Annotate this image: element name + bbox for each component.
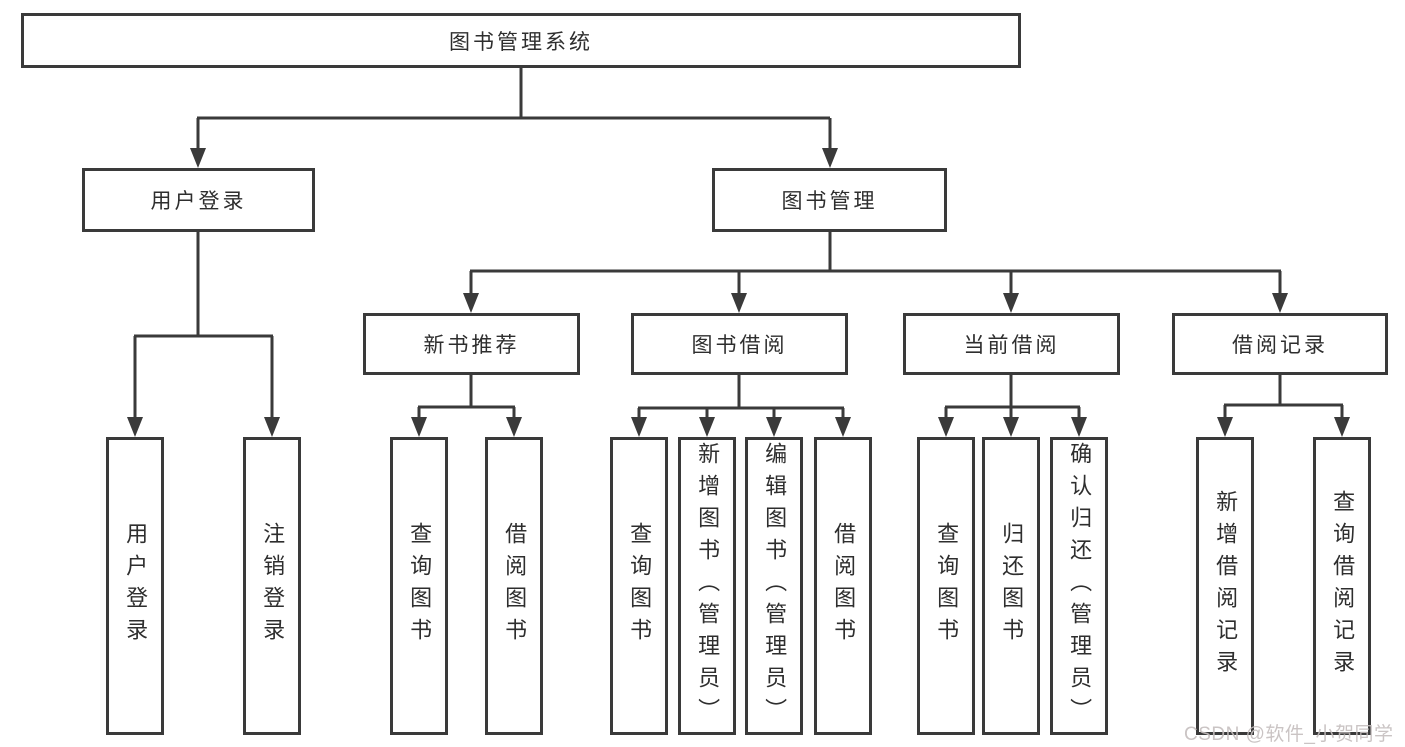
node-new-book-recommend-label: 新书推荐 xyxy=(423,334,520,357)
arrow-down-icon xyxy=(1217,417,1233,437)
node-user-login: 用户登录 xyxy=(82,168,315,232)
node-root: 图书管理系统 xyxy=(21,13,1021,68)
leaf-add-book-admin: 新增图书（管理员） xyxy=(678,437,736,735)
node-book-management: 图书管理 xyxy=(712,168,947,232)
arrow-down-icon xyxy=(822,148,838,168)
arrow-down-icon xyxy=(835,417,851,437)
connector-borrow-records-split xyxy=(1223,375,1344,421)
arrow-down-icon xyxy=(1334,417,1350,437)
node-current-borrow: 当前借阅 xyxy=(903,313,1120,375)
arrow-down-icon xyxy=(463,293,479,313)
leaf-return-book: 归还图书 xyxy=(982,437,1040,735)
leaf-query-books-recommend-label: 查询图书 xyxy=(407,522,433,650)
leaf-query-borrow-record-label: 查询借阅记录 xyxy=(1330,490,1356,682)
node-borrow-records-label: 借阅记录 xyxy=(1232,334,1328,357)
arrow-down-icon xyxy=(938,417,954,437)
arrow-down-icon xyxy=(1003,417,1019,437)
node-user-login-label: 用户登录 xyxy=(150,190,247,213)
connector-book-borrow-split xyxy=(637,375,845,421)
node-current-borrow-label: 当前借阅 xyxy=(963,334,1060,357)
leaf-edit-book-admin: 编辑图书（管理员） xyxy=(745,437,803,735)
connector-lines xyxy=(133,68,1344,421)
leaf-edit-book-admin-label: 编辑图书（管理员） xyxy=(762,442,788,730)
leaf-add-book-admin-label: 新增图书（管理员） xyxy=(695,442,721,730)
node-book-management-label: 图书管理 xyxy=(781,190,878,213)
leaf-add-borrow-record: 新增借阅记录 xyxy=(1196,437,1254,735)
leaf-logout: 注销登录 xyxy=(243,437,301,735)
leaf-query-books-recommend: 查询图书 xyxy=(390,437,448,735)
leaf-confirm-return-admin: 确认归还（管理员） xyxy=(1050,437,1108,735)
node-new-book-recommend: 新书推荐 xyxy=(363,313,580,375)
connector-book-management-split xyxy=(469,232,1282,297)
leaf-query-books-current: 查询图书 xyxy=(917,437,975,735)
leaf-borrow-books: 借阅图书 xyxy=(814,437,872,735)
csdn-watermark: CSDN @软件_小贺同学 xyxy=(1184,724,1394,745)
arrow-down-icon xyxy=(766,417,782,437)
arrow-down-icon xyxy=(699,417,715,437)
leaf-add-borrow-record-label: 新增借阅记录 xyxy=(1213,490,1239,682)
leaf-user-login-label: 用户登录 xyxy=(123,522,149,650)
connector-root-to-level2 xyxy=(196,68,832,152)
node-borrow-records: 借阅记录 xyxy=(1172,313,1388,375)
connector-user-login-split xyxy=(133,232,274,421)
arrow-down-icon xyxy=(1071,417,1087,437)
arrow-down-icon xyxy=(731,293,747,313)
arrowheads xyxy=(127,148,1350,437)
leaf-borrow-books-label: 借阅图书 xyxy=(831,522,857,650)
arrow-down-icon xyxy=(506,417,522,437)
leaf-query-books-borrow: 查询图书 xyxy=(610,437,668,735)
leaf-borrow-books-recommend: 借阅图书 xyxy=(485,437,543,735)
arrow-down-icon xyxy=(631,417,647,437)
arrow-down-icon xyxy=(190,148,206,168)
connector-new-book-split xyxy=(417,375,516,421)
leaf-query-books-current-label: 查询图书 xyxy=(934,522,960,650)
node-root-label: 图书管理系统 xyxy=(449,30,593,54)
node-book-borrow-label: 图书借阅 xyxy=(691,334,788,357)
leaf-return-book-label: 归还图书 xyxy=(999,522,1025,650)
arrow-down-icon xyxy=(264,417,280,437)
arrow-down-icon xyxy=(127,417,143,437)
node-book-borrow: 图书借阅 xyxy=(631,313,848,375)
leaf-logout-label: 注销登录 xyxy=(260,522,286,650)
leaf-query-borrow-record: 查询借阅记录 xyxy=(1313,437,1371,735)
leaf-user-login: 用户登录 xyxy=(106,437,164,735)
arrow-down-icon xyxy=(411,417,427,437)
arrow-down-icon xyxy=(1003,293,1019,313)
connector-current-borrow-split xyxy=(944,375,1081,421)
leaf-confirm-return-admin-label: 确认归还（管理员） xyxy=(1067,442,1093,730)
leaf-query-books-borrow-label: 查询图书 xyxy=(627,522,653,650)
arrow-down-icon xyxy=(1272,293,1288,313)
leaf-borrow-books-recommend-label: 借阅图书 xyxy=(502,522,528,650)
